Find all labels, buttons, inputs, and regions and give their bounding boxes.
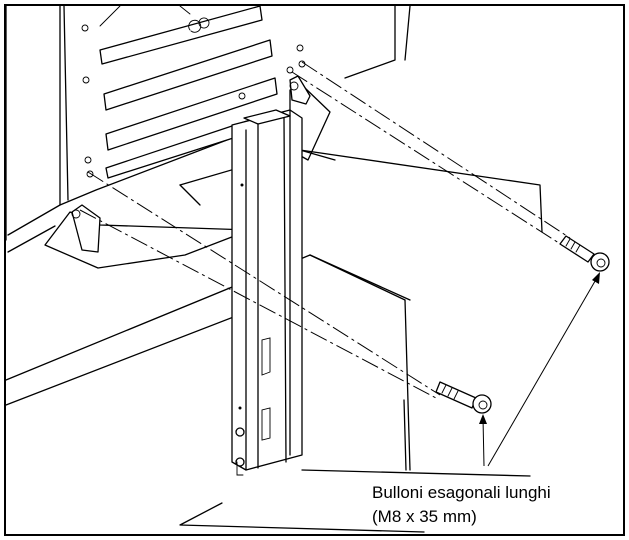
panel-outline (299, 149, 543, 301)
hex-bolt-lower (435, 381, 492, 414)
screw-hole (84, 156, 92, 164)
screw-hole (81, 24, 89, 32)
screw-hole (296, 44, 304, 52)
bolt-alignment-lines (79, 61, 571, 399)
screw-hole (82, 76, 90, 84)
screw-hole (238, 92, 246, 100)
screw-hole (86, 170, 94, 178)
callout-bolt-size: (M8 x 35 mm) (372, 507, 477, 526)
column-bolt-head (235, 427, 245, 437)
callout-leaders (479, 272, 600, 467)
left-foot-bracket (44, 204, 251, 269)
hex-bolt-upper (559, 235, 610, 272)
machine-cabinet (5, 5, 411, 253)
screw-hole (286, 66, 294, 74)
callout-bolt-label: Bulloni esagonali lunghi (372, 483, 551, 502)
support-column (231, 109, 303, 476)
column-bolt-head (235, 457, 245, 467)
bolt-head-lower (472, 394, 492, 414)
screw-hole (298, 60, 306, 68)
figure-border (4, 4, 625, 536)
bolt-head-upper (590, 252, 610, 272)
